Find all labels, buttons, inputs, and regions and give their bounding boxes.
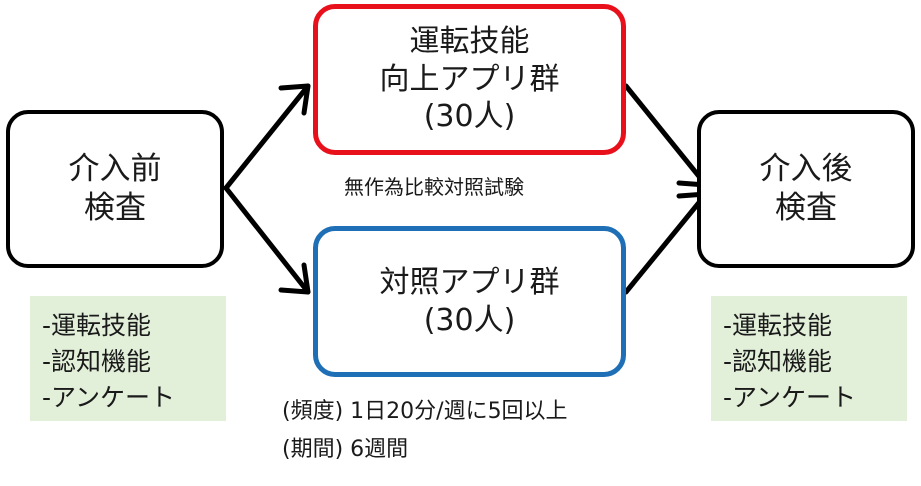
frequency-text: (頻度) 1日20分/週に5回以上 bbox=[282, 399, 568, 424]
design-label: 無作為比較対照試験 bbox=[344, 175, 524, 199]
pre-test-box: 介入前 検査 bbox=[6, 110, 224, 268]
post-measure-item: -アンケート bbox=[723, 383, 857, 412]
post-test-box: 介入後 検査 bbox=[697, 110, 915, 268]
post-test-line-2: 検査 bbox=[775, 190, 837, 226]
treatment-line-2: 向上アプリ群 bbox=[379, 61, 560, 97]
pre-measures-list: -運転技能 -認知機能 -アンケート bbox=[30, 296, 226, 421]
arrow-pre-to-treatment bbox=[223, 83, 311, 191]
post-test-line-1: 介入後 bbox=[759, 151, 853, 188]
pre-measure-item: -運転技能 bbox=[42, 311, 152, 340]
arrow-treatment-to-post bbox=[623, 83, 709, 188]
post-measure-item: -認知機能 bbox=[723, 347, 833, 376]
pre-test-line-1: 介入前 bbox=[68, 151, 162, 188]
treatment-line-1: 運転技能 bbox=[409, 24, 530, 60]
period-text: (期間) 6週間 bbox=[282, 437, 409, 462]
arrowhead-pre-to-control bbox=[278, 262, 311, 295]
arrow-control-to-post bbox=[623, 191, 709, 295]
pre-test-line-2: 検査 bbox=[84, 190, 146, 226]
arrow-pre-to-control bbox=[223, 185, 311, 295]
arrowhead-pre-to-treatment bbox=[278, 83, 311, 116]
schedule-info: (頻度) 1日20分/週に5回以上 (期間) 6週間 bbox=[282, 393, 568, 469]
control-line-2: (30人) bbox=[423, 302, 516, 338]
control-group-box: 対照アプリ群 (30人) bbox=[313, 226, 626, 377]
control-line-1: 対照アプリ群 bbox=[379, 265, 560, 300]
treatment-line-3: (30人) bbox=[423, 99, 516, 135]
pre-measure-item: -アンケート bbox=[42, 383, 176, 412]
post-measures-list: -運転技能 -認知機能 -アンケート bbox=[711, 296, 907, 421]
post-measure-item: -運転技能 bbox=[723, 311, 833, 340]
treatment-group-box: 運転技能 向上アプリ群 (30人) bbox=[313, 4, 626, 155]
pre-measure-item: -認知機能 bbox=[42, 347, 152, 376]
